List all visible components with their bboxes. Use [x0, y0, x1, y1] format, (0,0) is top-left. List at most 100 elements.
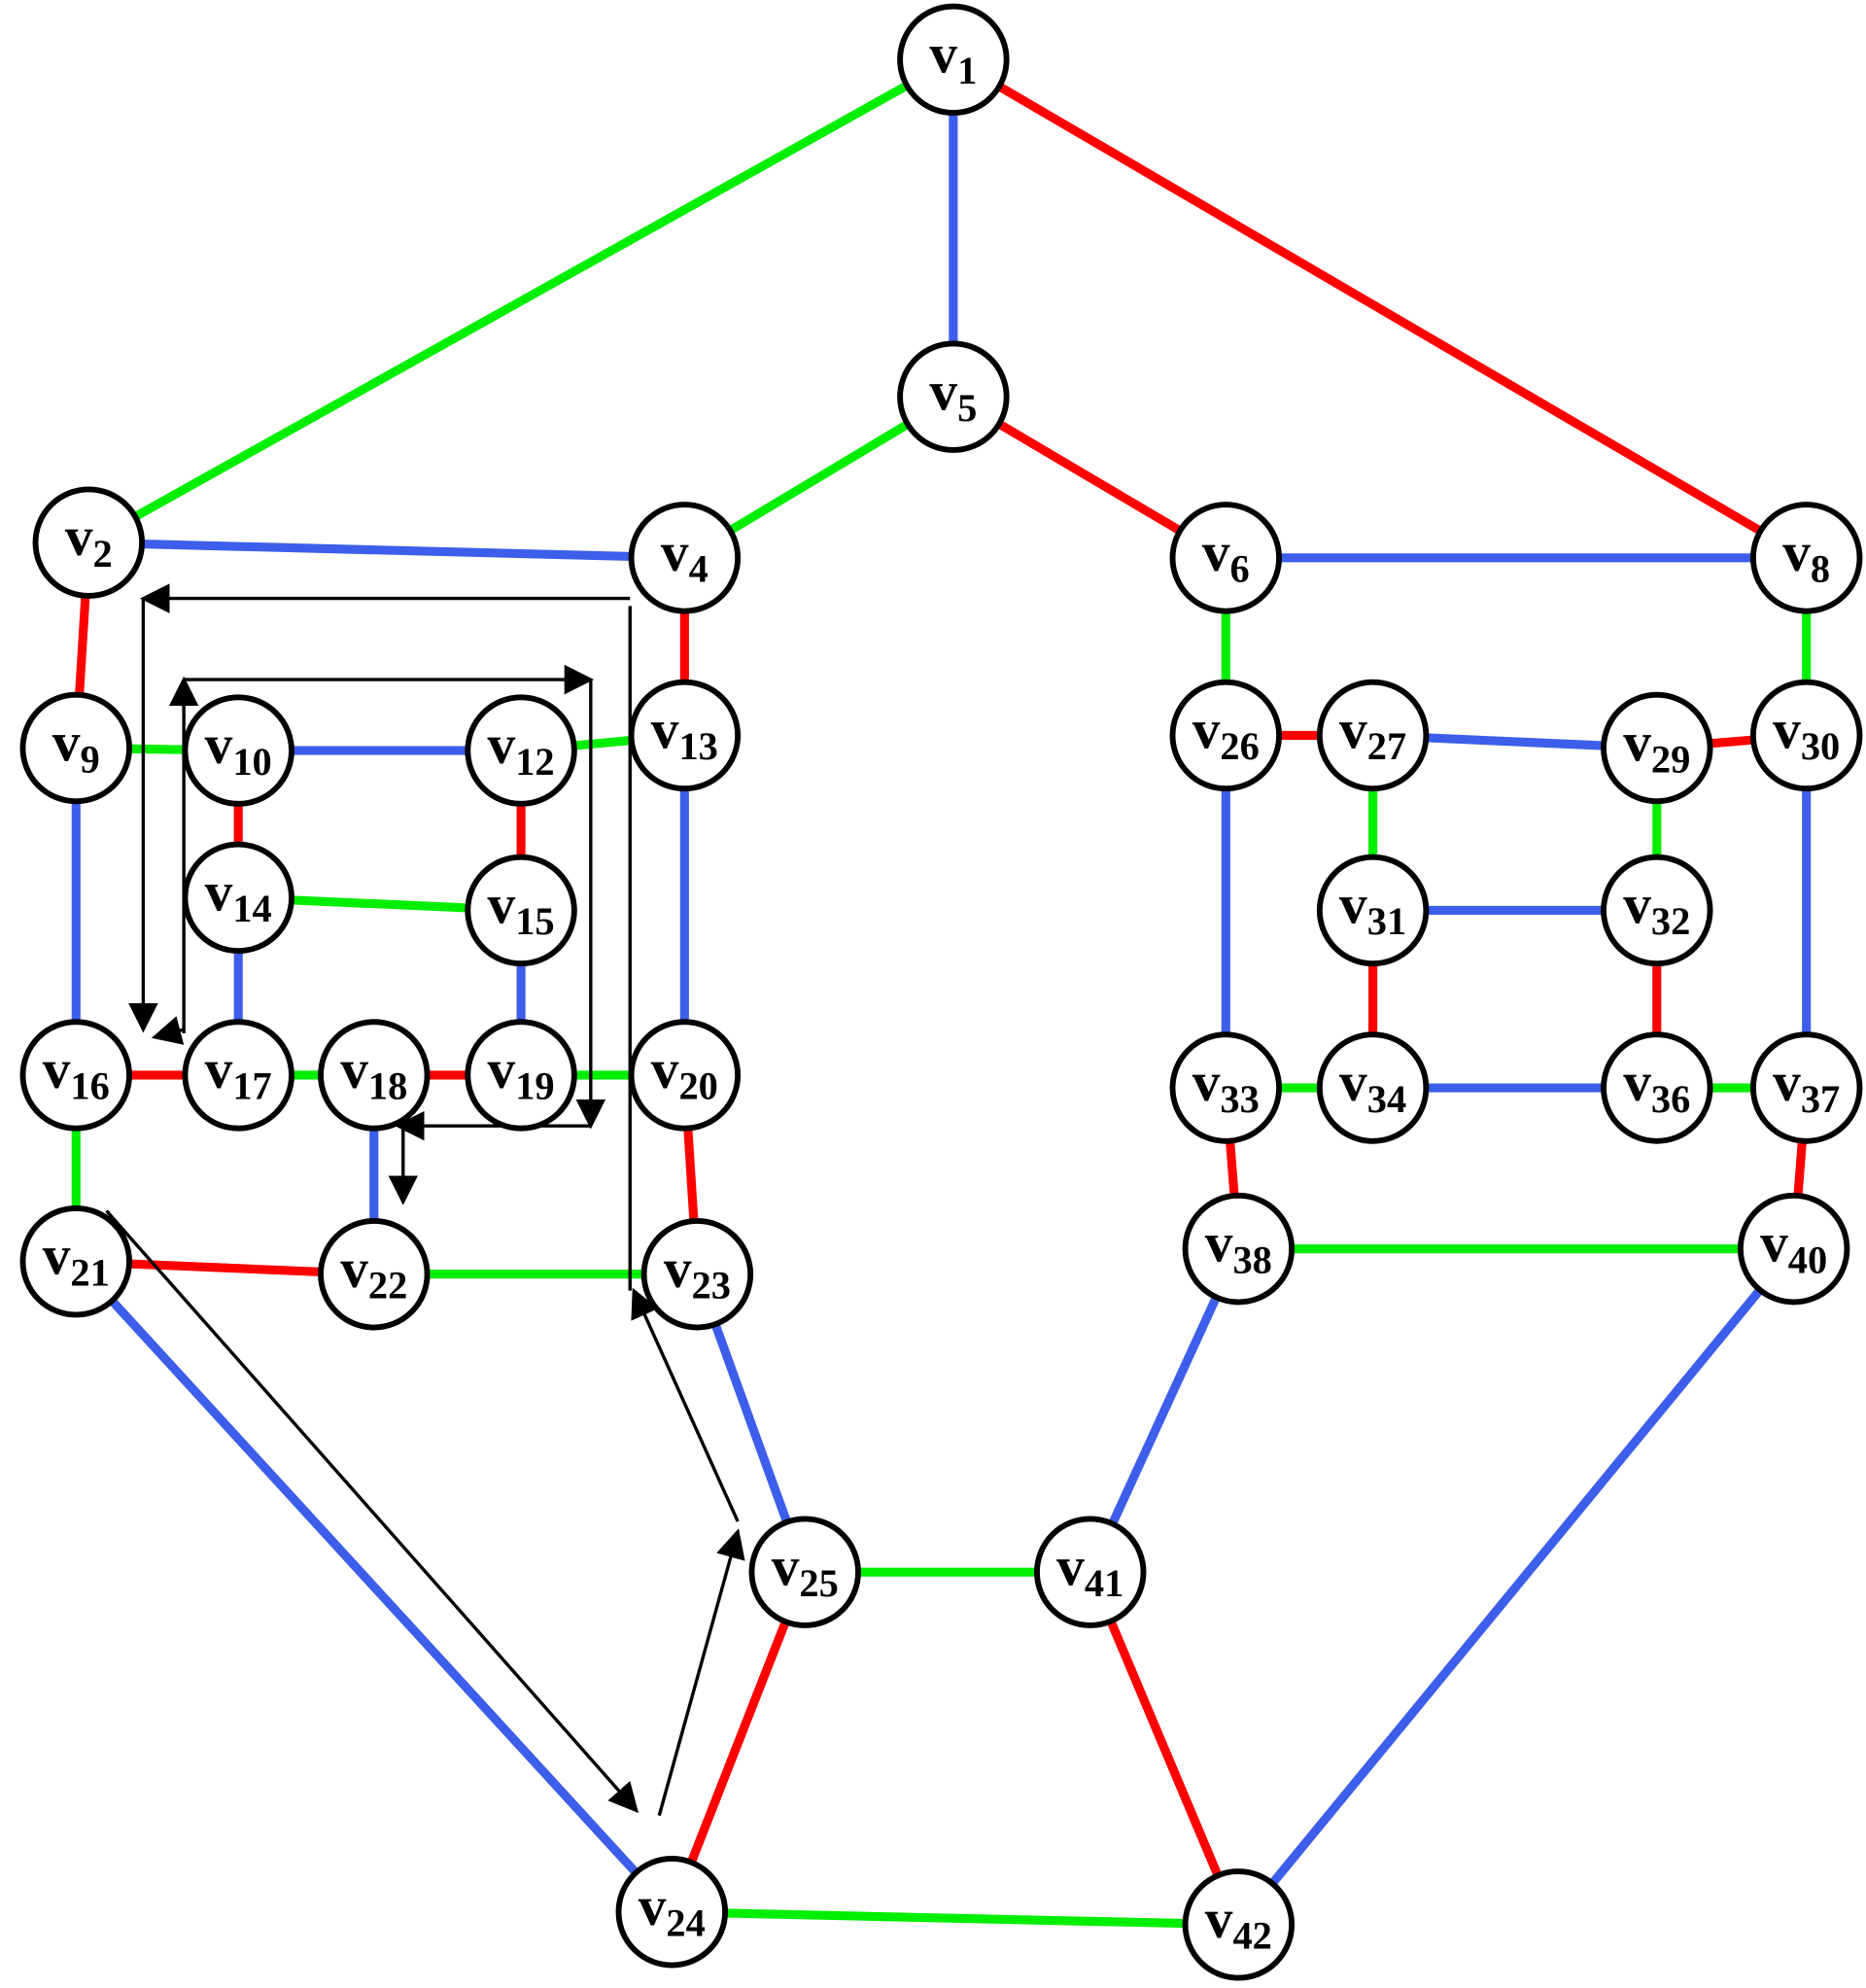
- node-letter: v: [1623, 874, 1651, 935]
- node-circle: [19, 1019, 132, 1132]
- node-v32: v32: [1601, 854, 1713, 967]
- node-subscript: 8: [1811, 547, 1830, 591]
- node-label: v16: [43, 1039, 110, 1108]
- node-v14: v14: [182, 841, 294, 955]
- node-letter: v: [488, 1039, 516, 1100]
- node-subscript: 18: [368, 1064, 407, 1108]
- node-letter: v: [488, 874, 516, 935]
- traversal-arrow-a11: [105, 1209, 639, 1813]
- node-label: v15: [488, 874, 555, 943]
- node-v1: v1: [897, 3, 1010, 117]
- node-v16: v16: [19, 1019, 132, 1132]
- node-label: v25: [772, 1536, 839, 1605]
- node-subscript: 27: [1367, 724, 1406, 768]
- node-label: v19: [488, 1039, 555, 1108]
- edge-v1-v8: [950, 55, 1809, 562]
- node-label: v6: [1202, 522, 1250, 591]
- node-circle: [1316, 854, 1430, 967]
- node-subscript: 12: [515, 740, 554, 784]
- node-label: v4: [661, 522, 708, 591]
- node-v25: v25: [748, 1516, 861, 1628]
- node-label: v41: [1056, 1536, 1123, 1605]
- node-label: v42: [1205, 1889, 1272, 1958]
- edge-v2-v4: [88, 538, 685, 563]
- edge-v41-v38: [1086, 1246, 1243, 1575]
- node-subscript: 32: [1651, 899, 1690, 943]
- node-label: v34: [1339, 1052, 1406, 1121]
- node-circle: [628, 502, 742, 614]
- node-circle: [1737, 1192, 1850, 1306]
- node-letter: v: [1205, 1213, 1233, 1274]
- node-letter: v: [664, 1238, 692, 1300]
- node-label: v30: [1773, 699, 1840, 768]
- node-subscript: 31: [1367, 899, 1406, 943]
- node-circle: [1034, 1516, 1147, 1628]
- node-v36: v36: [1601, 1031, 1713, 1144]
- node-v29: v29: [1601, 691, 1713, 805]
- node-subscript: 6: [1230, 547, 1250, 591]
- node-subscript: 16: [70, 1064, 109, 1108]
- node-letter: v: [929, 23, 957, 85]
- node-v30: v30: [1749, 679, 1863, 792]
- node-circle: [182, 841, 294, 955]
- node-v8: v8: [1749, 502, 1863, 614]
- node-v6: v6: [1169, 502, 1283, 614]
- node-circle: [1169, 679, 1283, 792]
- node-circle: [1169, 1031, 1283, 1144]
- node-v13: v13: [628, 679, 742, 792]
- node-label: v37: [1773, 1052, 1840, 1121]
- node-v37: v37: [1749, 1031, 1863, 1144]
- node-v23: v23: [640, 1218, 754, 1331]
- node-letter: v: [43, 1039, 71, 1100]
- node-v19: v19: [465, 1019, 577, 1132]
- node-subscript: 19: [515, 1064, 554, 1108]
- node-subscript: 42: [1232, 1914, 1271, 1958]
- node-subscript: 1: [957, 49, 977, 92]
- node-label: v29: [1623, 713, 1690, 782]
- node-circle: [19, 1204, 132, 1318]
- node-subscript: 4: [689, 547, 708, 591]
- node-circle: [897, 3, 1010, 117]
- node-letter: v: [488, 715, 516, 776]
- node-label: v2: [65, 506, 113, 575]
- node-subscript: 25: [799, 1561, 838, 1605]
- node-circle: [640, 1218, 754, 1331]
- node-v21: v21: [19, 1204, 132, 1318]
- node-letter: v: [639, 1876, 667, 1937]
- edge-v42-v40: [1234, 1245, 1798, 1928]
- node-letter: v: [1760, 1213, 1788, 1274]
- node-label: v40: [1760, 1213, 1827, 1282]
- node-circle: [318, 1019, 431, 1132]
- edge-v41-v42: [1086, 1570, 1243, 1927]
- node-subscript: 15: [515, 899, 554, 943]
- node-letter: v: [205, 861, 233, 923]
- node-letter: v: [340, 1039, 368, 1100]
- node-subscript: 41: [1085, 1561, 1123, 1605]
- node-label: v32: [1623, 874, 1690, 943]
- node-subscript: 37: [1801, 1077, 1840, 1121]
- node-letter: v: [205, 715, 233, 776]
- node-v26: v26: [1169, 679, 1283, 792]
- node-letter: v: [651, 699, 679, 760]
- node-letter: v: [929, 361, 957, 422]
- node-subscript: 2: [93, 532, 113, 575]
- node-label: v5: [929, 361, 977, 430]
- node-label: v21: [43, 1226, 110, 1295]
- node-circle: [32, 486, 146, 599]
- node-letter: v: [1192, 1052, 1221, 1113]
- node-v10: v10: [182, 694, 294, 807]
- node-circle: [19, 691, 132, 805]
- node-v27: v27: [1316, 679, 1430, 792]
- node-circle: [465, 694, 577, 807]
- node-circle: [628, 1019, 742, 1132]
- node-v9: v9: [19, 691, 132, 805]
- node-label: v38: [1205, 1213, 1272, 1282]
- node-circle: [182, 694, 294, 807]
- node-v33: v33: [1169, 1031, 1283, 1144]
- node-letter: v: [43, 1226, 71, 1287]
- node-v4: v4: [628, 502, 742, 614]
- node-v22: v22: [318, 1218, 431, 1331]
- node-label: v22: [340, 1238, 407, 1308]
- node-subscript: 36: [1651, 1077, 1690, 1121]
- node-letter: v: [1773, 1052, 1801, 1113]
